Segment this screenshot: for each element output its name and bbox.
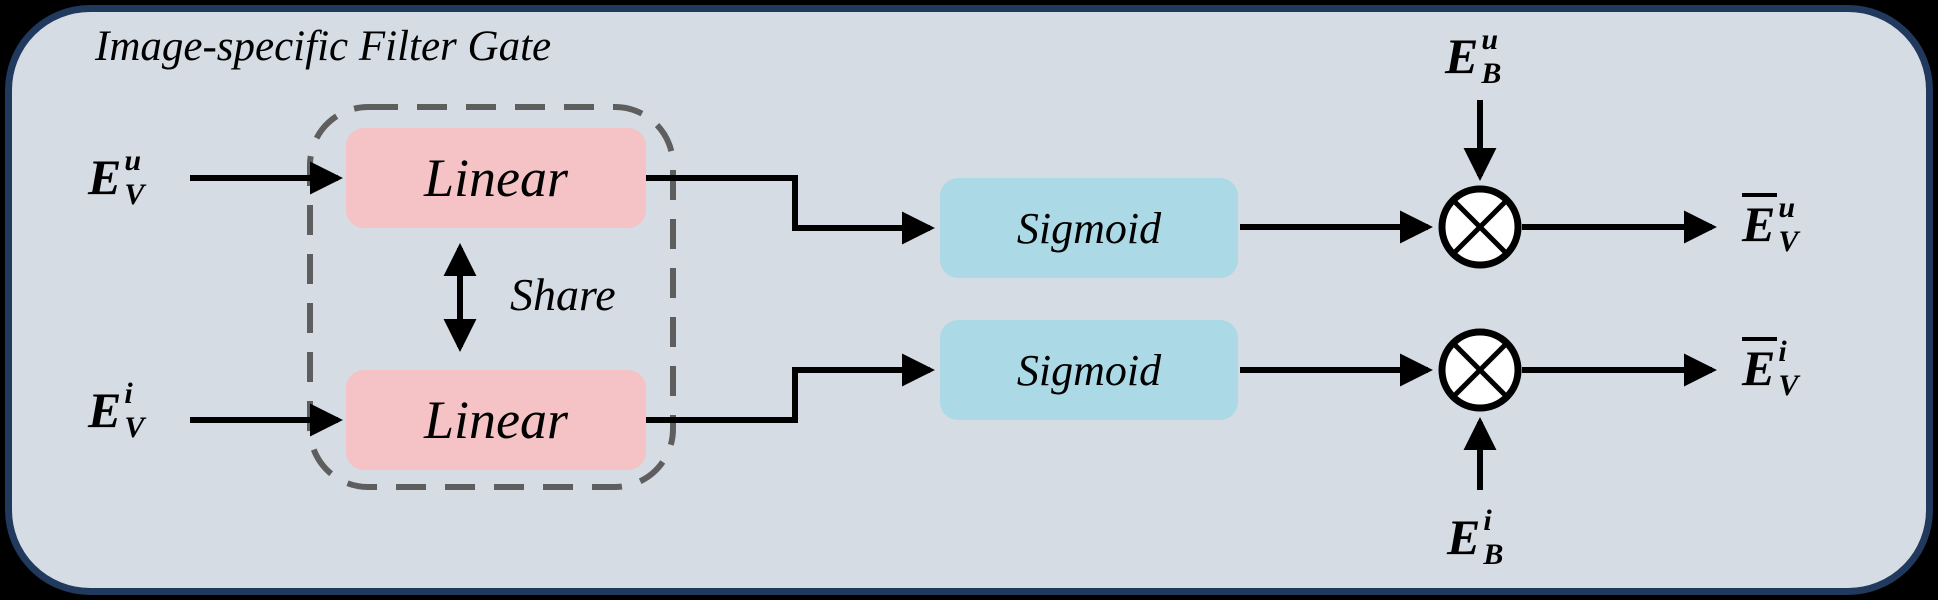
math-sub: V xyxy=(1778,225,1799,258)
math-sup: i xyxy=(1483,504,1492,537)
sigmoid-block-top: Sigmoid xyxy=(940,178,1238,278)
output-label-filtered-item-visual-embedding: E i V xyxy=(1742,335,1799,402)
math-base: E xyxy=(1447,509,1481,565)
math-base-with-overbar: E xyxy=(1742,337,1778,396)
sigmoid-block-bottom: Sigmoid xyxy=(940,320,1238,420)
math-base: E xyxy=(88,382,122,438)
input-label-user-visual-embedding: E u V xyxy=(88,144,145,211)
linear-block-bottom: Linear xyxy=(346,370,646,470)
sigmoid-block-label: Sigmoid xyxy=(1016,203,1162,253)
math-sup: i xyxy=(1778,335,1787,368)
math-sub: V xyxy=(1778,369,1799,402)
math-sup: u xyxy=(1481,23,1499,56)
math-base: E xyxy=(88,149,122,205)
math-sub: V xyxy=(124,178,145,211)
linear-block-label: Linear xyxy=(423,390,569,450)
linear-block-top: Linear xyxy=(346,128,646,228)
share-label: Share xyxy=(510,269,616,320)
input-label-item-visual-embedding: E i V xyxy=(88,377,145,444)
output-label-filtered-user-visual-embedding: E u V xyxy=(1742,191,1799,258)
bias-label-user-behavior-embedding: E u B xyxy=(1445,23,1502,90)
figure-title: Image-specific Filter Gate xyxy=(95,23,552,70)
math-sup: i xyxy=(124,377,133,410)
sigmoid-block-label: Sigmoid xyxy=(1016,345,1162,395)
math-sub: B xyxy=(1481,57,1502,90)
bias-label-item-behavior-embedding: E i B xyxy=(1447,504,1504,571)
math-sub: V xyxy=(124,411,145,444)
linear-block-label: Linear xyxy=(423,148,569,208)
math-sup: u xyxy=(124,144,142,177)
filter-gate-panel xyxy=(5,5,1933,595)
math-base: E xyxy=(1445,28,1479,84)
math-sub: B xyxy=(1483,538,1504,571)
math-base-with-overbar: E xyxy=(1742,193,1778,252)
math-sup: u xyxy=(1778,191,1796,224)
